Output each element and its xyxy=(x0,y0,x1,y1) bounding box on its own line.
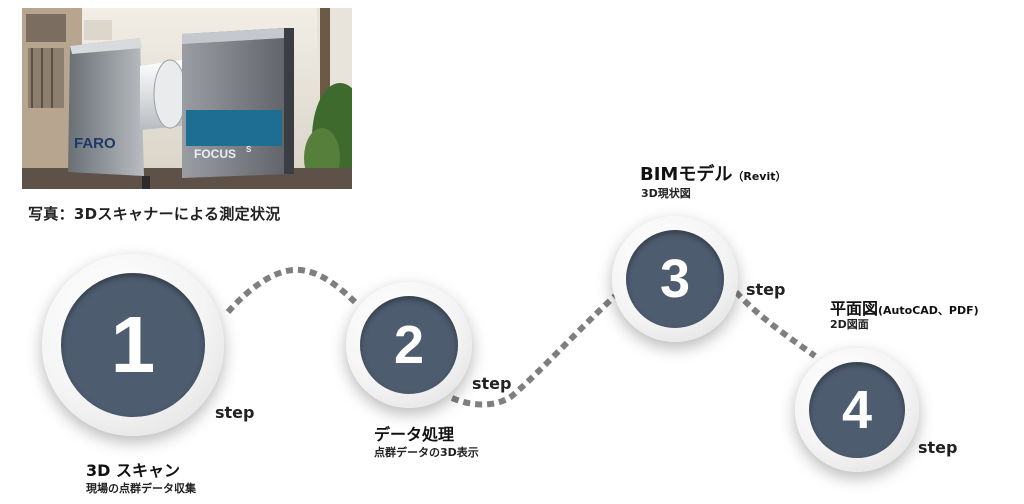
step-2-subtitle: 点群データの3D表示 xyxy=(374,446,479,459)
step-3-title: BIMモデル（Revit） xyxy=(640,160,786,186)
step-1-circle: 1 xyxy=(42,254,224,436)
step-3-subtitle: 3D現状図 xyxy=(641,187,691,200)
step-2-step-word: step xyxy=(472,374,512,393)
step-3-circle: 3 xyxy=(612,216,738,342)
step-2-circle: 2 xyxy=(346,282,472,408)
step-4-title-suffix: (AutoCAD、PDF) xyxy=(878,304,979,317)
device-model-sup-text: S xyxy=(246,145,252,154)
step-4-step-word: step xyxy=(918,438,958,457)
step-2-number: 2 xyxy=(360,296,458,394)
step-3-title-main: BIMモデル xyxy=(640,164,733,185)
device-brand-text: FARO xyxy=(74,135,116,152)
step-4-circle: 4 xyxy=(795,348,919,472)
step-1-title: 3D スキャン xyxy=(86,461,180,480)
step-4-title: 平面図(AutoCAD、PDF) xyxy=(830,295,979,319)
device-model-text: FOCUS xyxy=(194,147,236,161)
step-1-number: 1 xyxy=(61,273,205,417)
step-3-number: 3 xyxy=(626,230,724,328)
step-4-subtitle: 2D図面 xyxy=(830,318,869,331)
photo-caption: 写真：3Dスキャナーによる測定状況 xyxy=(28,205,281,223)
step-1-subtitle: 現場の点群データ収集 xyxy=(86,482,196,495)
step-4-number: 4 xyxy=(809,362,905,458)
step-3-step-word: step xyxy=(746,280,786,299)
step-3-title-suffix: （Revit） xyxy=(732,170,787,183)
connector-3-4 xyxy=(733,289,817,359)
connector-1-2 xyxy=(225,266,358,314)
scanner-photo: FARO FOCUS S xyxy=(22,8,352,189)
step-4-title-main: 平面図 xyxy=(830,299,879,318)
step-1-step-word: step xyxy=(215,403,255,422)
step-2-title: データ処理 xyxy=(374,425,455,444)
